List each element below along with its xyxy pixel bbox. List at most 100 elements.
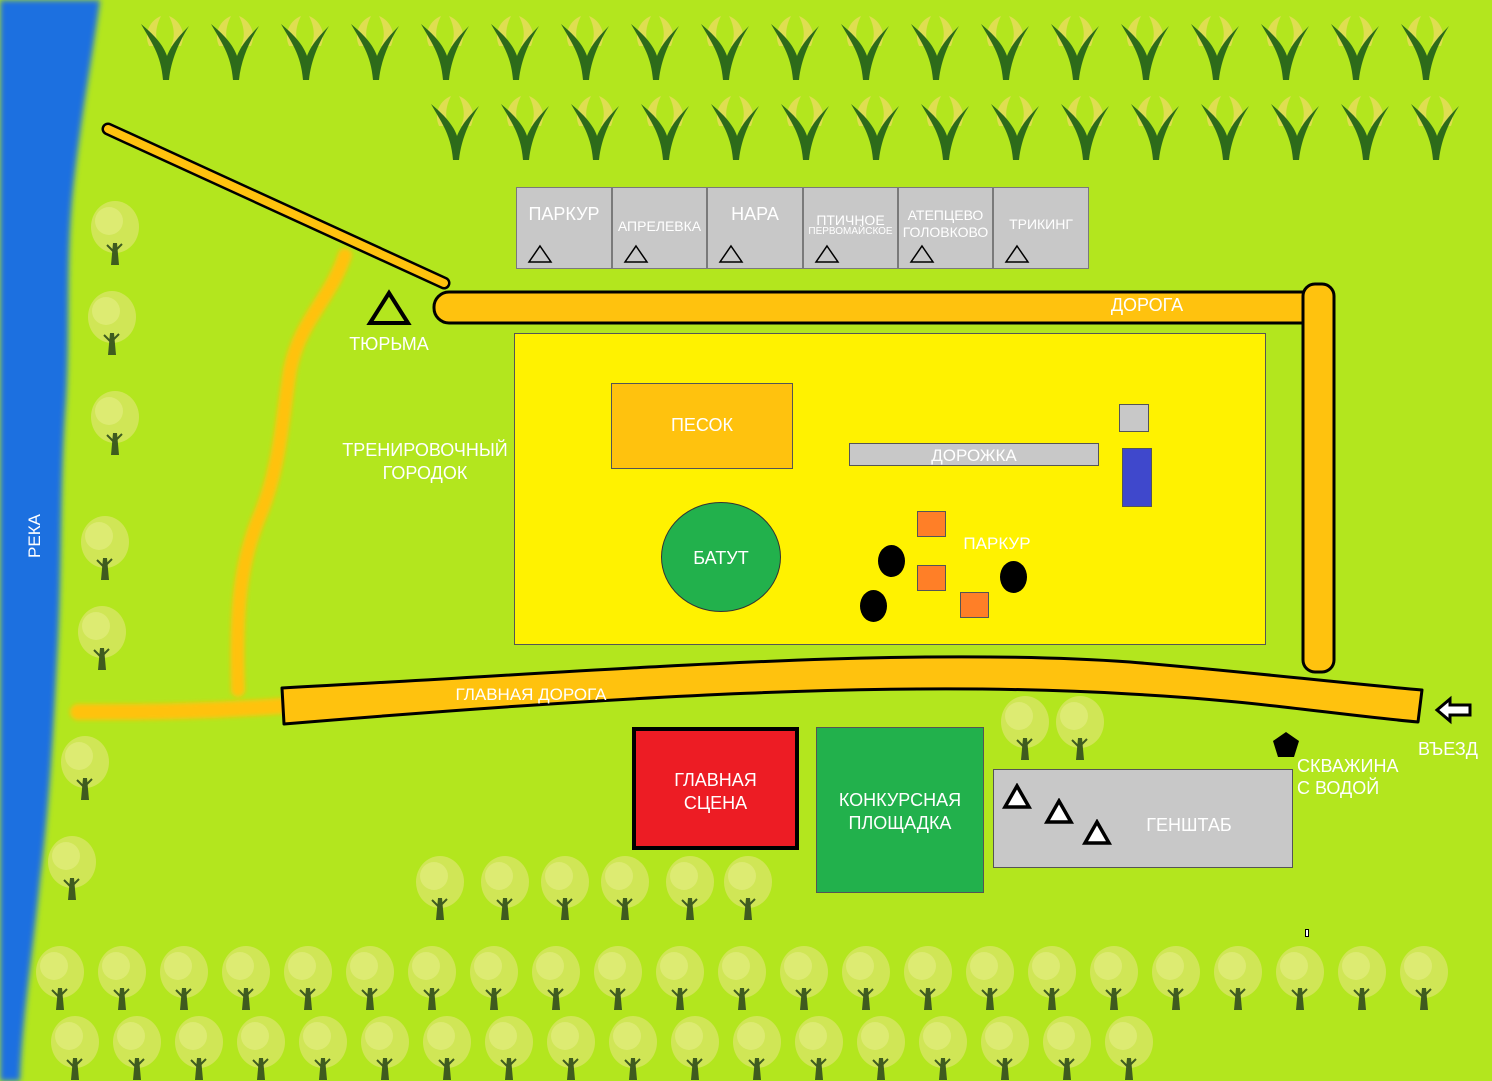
camp-aprelevka[interactable]: АПРЕЛЕВКА xyxy=(612,187,707,269)
main-road-label: ГЛАВНАЯ ДОРОГА xyxy=(455,685,607,704)
parkour-tire[interactable] xyxy=(860,590,887,622)
tree-icon xyxy=(175,1016,223,1080)
main-road xyxy=(280,655,1424,726)
prison-label: ТЮРЬМА xyxy=(349,334,429,354)
camp-parkour-label: ПАРКУР xyxy=(528,204,600,224)
grey-block[interactable] xyxy=(1119,404,1149,432)
tree-icon xyxy=(51,1016,99,1080)
tree-icon xyxy=(656,946,704,1010)
river xyxy=(0,0,100,1081)
tree-icon xyxy=(857,1016,905,1080)
camp-atepcevo-label: АТЕПЦЕВО xyxy=(907,207,984,223)
tree-icon xyxy=(237,1016,285,1080)
sprout-icon xyxy=(641,96,689,160)
sprout-icon xyxy=(571,96,619,160)
triangle-icon xyxy=(1043,798,1075,824)
tree-icon xyxy=(88,291,136,355)
sprout-icon xyxy=(501,96,549,160)
sprout-icon xyxy=(841,16,889,80)
tree-icon xyxy=(78,606,126,670)
camp-parkour[interactable]: ПАРКУР xyxy=(516,187,612,269)
triangle-icon xyxy=(623,244,649,263)
tree-icon xyxy=(299,1016,347,1080)
tree-icon xyxy=(547,1016,595,1080)
parkour-box[interactable] xyxy=(960,592,989,618)
arrow-left-icon[interactable] xyxy=(1434,695,1474,725)
main-stage[interactable]: ГЛАВНАЯ СЦЕНА xyxy=(632,727,799,850)
camp-ptichnoe[interactable]: ПТИЧНОЕ ПЕРВОМАЙСКОЕ xyxy=(803,187,898,269)
tree-icon xyxy=(1152,946,1200,1010)
tree-icon xyxy=(842,946,890,1010)
parkour-area-label: ПАРКУР xyxy=(963,534,1031,553)
well-label-1: СКВАЖИНА xyxy=(1297,756,1399,776)
camp-atepcevo-sub: ГОЛОВКОВО xyxy=(902,224,989,240)
tree-icon xyxy=(408,946,456,1010)
tree-icon xyxy=(1056,696,1104,760)
camp-ptichnoe-sub: ПЕРВОМАЙСКОЕ xyxy=(808,226,893,237)
camp-nara-label: НАРА xyxy=(731,204,779,224)
sprout-icon xyxy=(1051,16,1099,80)
tree-icon xyxy=(423,1016,471,1080)
footpath xyxy=(70,248,352,720)
contest-area[interactable]: КОНКУРСНАЯ ПЛОЩАДКА xyxy=(816,727,984,893)
tree-icon xyxy=(724,856,772,920)
track[interactable]: ДОРОЖКА xyxy=(849,443,1099,466)
tree-icon xyxy=(222,946,270,1010)
parkour-box[interactable] xyxy=(917,511,946,537)
sprout-icon xyxy=(921,96,969,160)
sprout-icon xyxy=(351,16,399,80)
triangle-icon xyxy=(1004,244,1030,263)
parkour-tire[interactable] xyxy=(878,545,905,577)
sprout-icon xyxy=(141,16,189,80)
tree-icon xyxy=(1214,946,1262,1010)
camp-atepcevo[interactable]: АТЕПЦЕВО ГОЛОВКОВО xyxy=(898,187,993,269)
sprout-icon xyxy=(1411,96,1459,160)
tree-icon xyxy=(81,516,129,580)
sprout-icon xyxy=(1401,16,1449,80)
tree-icon xyxy=(470,946,518,1010)
tree-icon xyxy=(346,946,394,1010)
sand-pit[interactable]: ПЕСОК xyxy=(611,383,793,469)
blue-block[interactable] xyxy=(1122,448,1152,507)
sprout-icon xyxy=(981,16,1029,80)
tree-icon xyxy=(541,856,589,920)
hq-label: ГЕНШТАБ xyxy=(1146,815,1232,835)
sprout-icon xyxy=(911,16,959,80)
trampoline-label: БАТУТ xyxy=(693,548,749,568)
tree-icon xyxy=(91,391,139,455)
tree-icon xyxy=(1043,1016,1091,1080)
training-town-label-1: ТРЕНИРОВОЧНЫЙ xyxy=(342,440,508,460)
tree-icon xyxy=(1276,946,1324,1010)
parkour-box[interactable] xyxy=(917,565,946,591)
tree-icon xyxy=(361,1016,409,1080)
camp-nara[interactable]: НАРА xyxy=(707,187,803,269)
training-area[interactable] xyxy=(514,333,1266,645)
tree-icon xyxy=(98,946,146,1010)
tree-icon xyxy=(1338,946,1386,1010)
road-label: ДОРОГА xyxy=(1110,295,1184,315)
river-label: РЕКА xyxy=(25,514,44,558)
triangle-icon xyxy=(1001,783,1033,809)
tree-icon xyxy=(36,946,84,1010)
tree-icon xyxy=(718,946,766,1010)
headquarters[interactable]: ГЕНШТАБ xyxy=(993,769,1293,868)
camp-triking[interactable]: ТРИКИНГ xyxy=(993,187,1089,269)
sprout-icon xyxy=(1341,96,1389,160)
parkour-tire[interactable] xyxy=(1000,561,1027,593)
sprout-icon xyxy=(1271,96,1319,160)
trampoline[interactable]: БАТУТ xyxy=(661,502,781,612)
tree-icon xyxy=(48,836,96,900)
pentagon-icon[interactable] xyxy=(1270,730,1302,760)
tree-icon xyxy=(485,1016,533,1080)
sprout-icon xyxy=(211,16,259,80)
sand-label: ПЕСОК xyxy=(670,415,734,435)
prison-triangle-icon[interactable] xyxy=(366,289,412,327)
sprout-icon xyxy=(281,16,329,80)
training-town-label-2: ГОРОДОК xyxy=(382,463,468,483)
sprout-icon xyxy=(631,16,679,80)
tree-icon xyxy=(1105,1016,1153,1080)
tree-icon xyxy=(91,201,139,265)
